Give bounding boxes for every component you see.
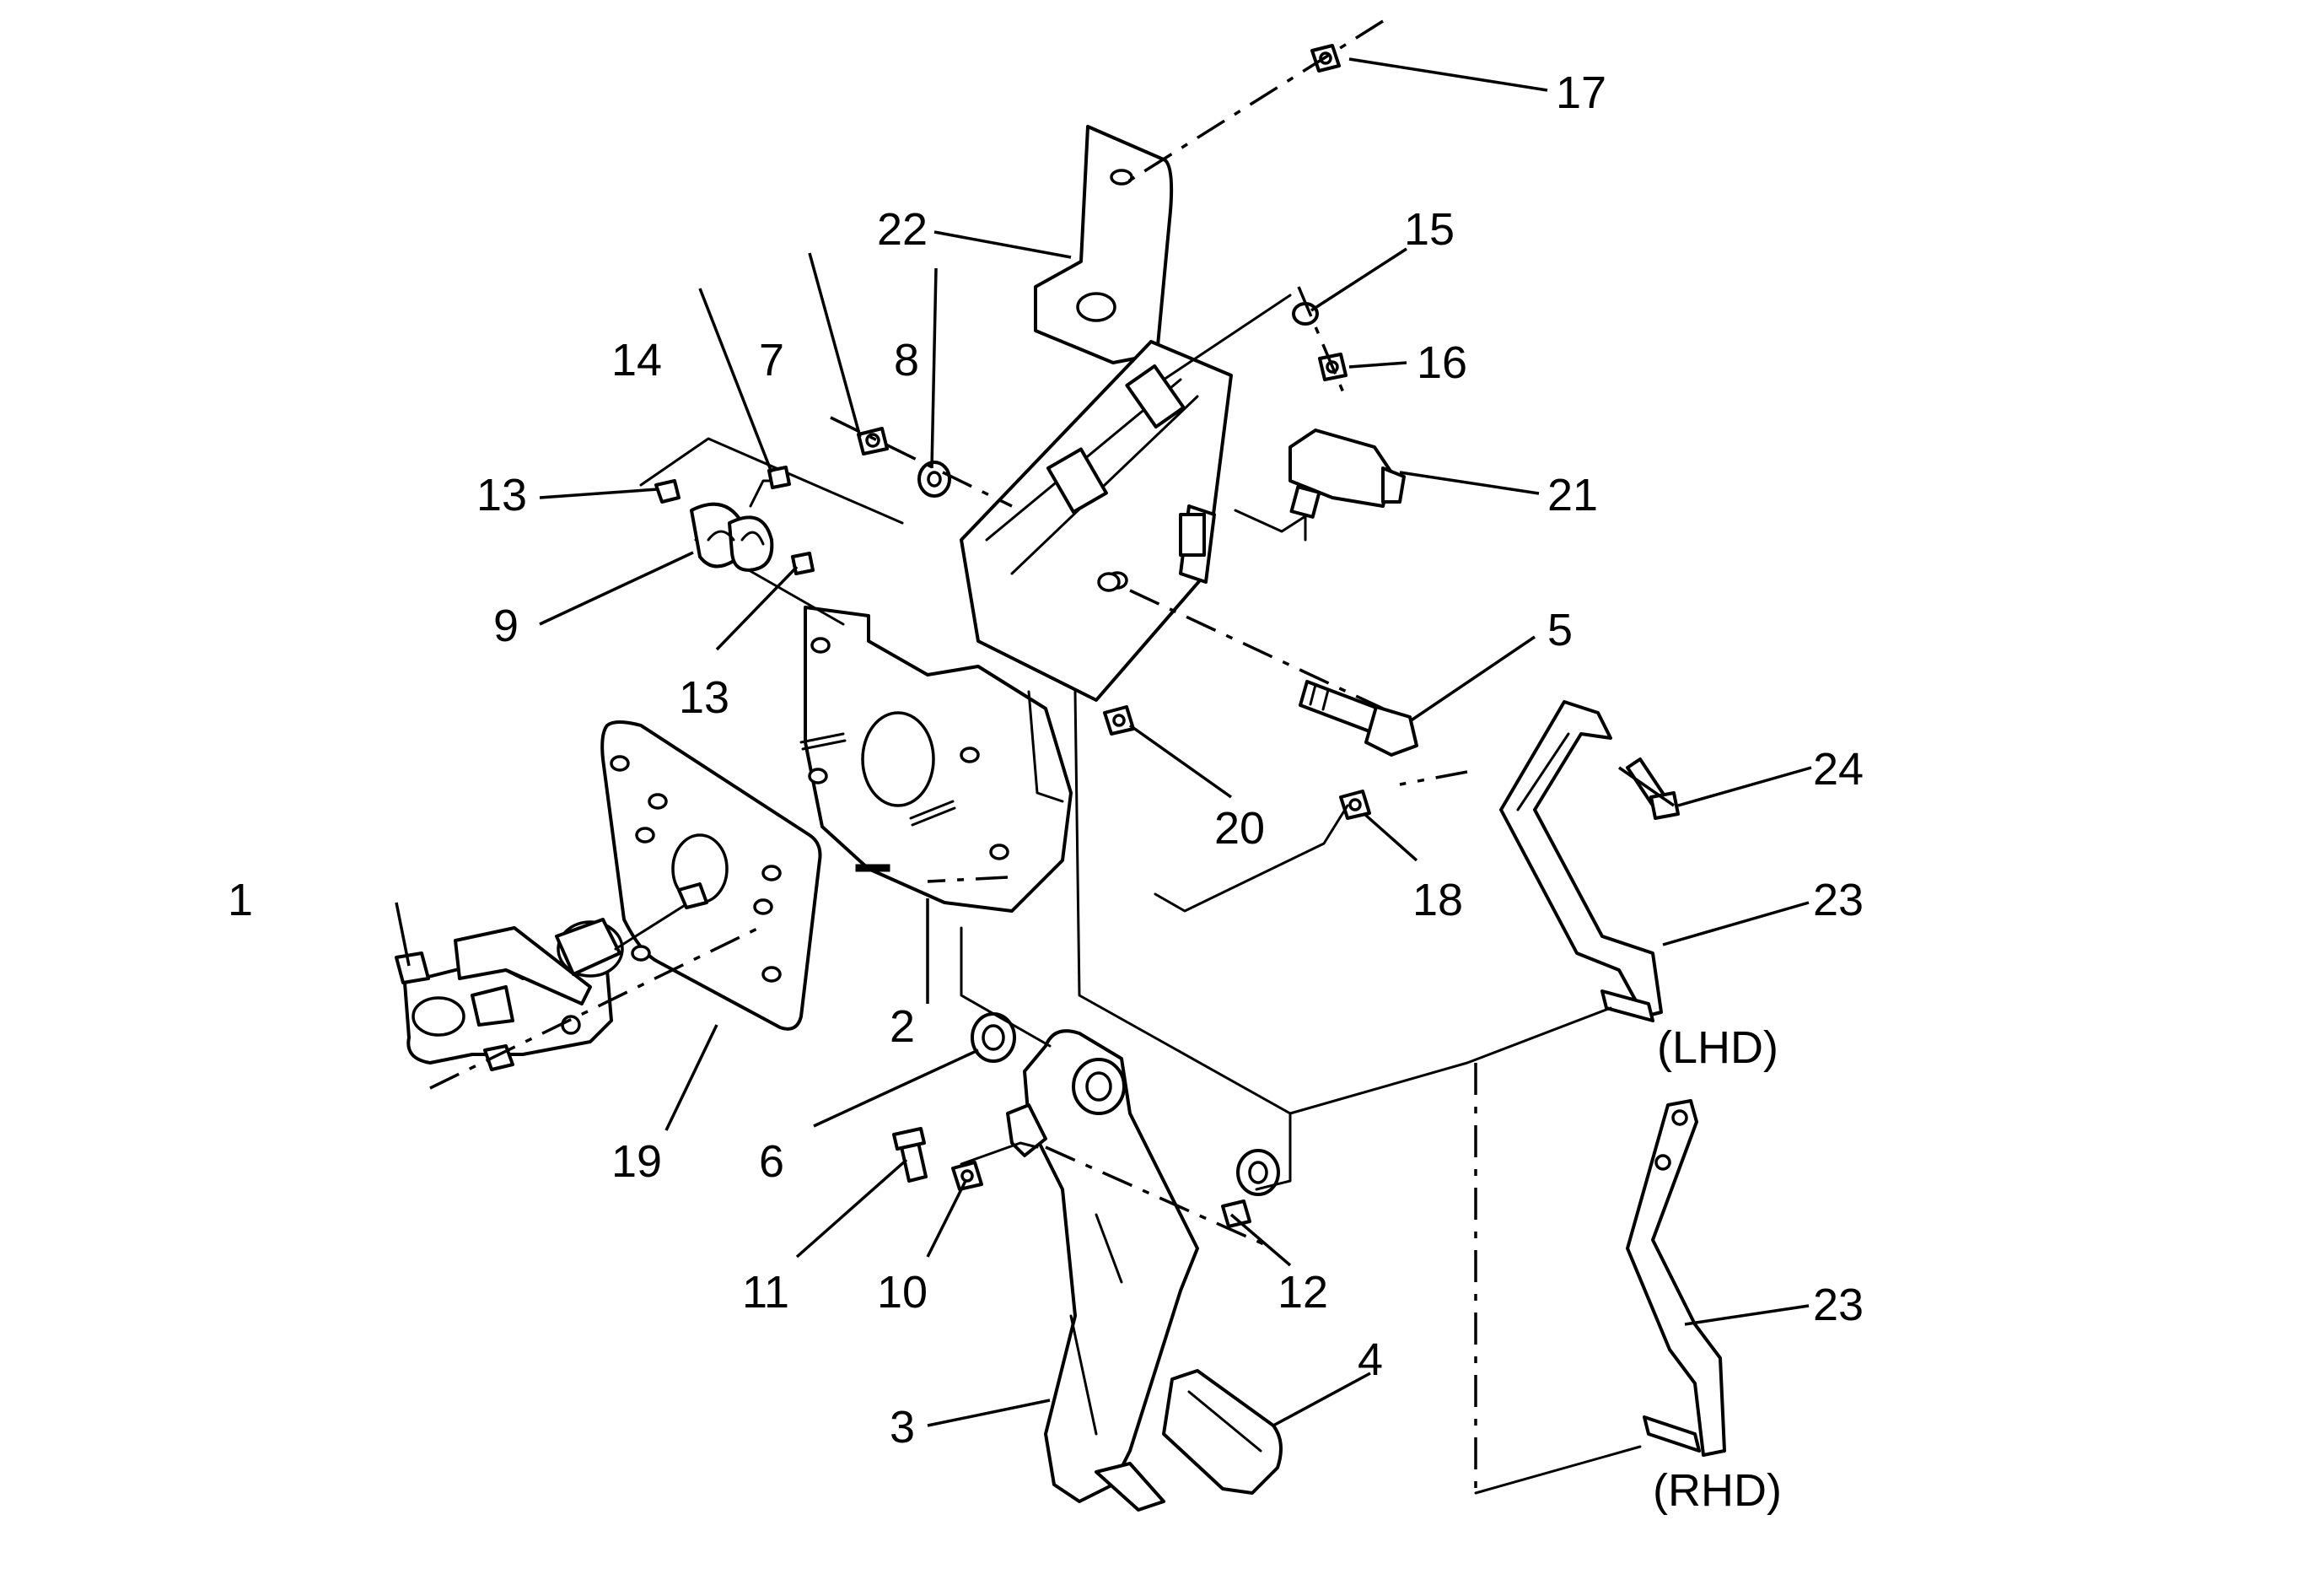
part-7-nut	[857, 427, 889, 455]
callout-24: 24	[1813, 744, 1864, 795]
callout-15: 15	[1404, 204, 1455, 255]
part-22-upper-bracket	[1034, 125, 1174, 364]
callout-14: 14	[611, 335, 662, 385]
callout-labels: 17 22 15 16 21 5 24 20 18 23 23 7 8 14 1…	[228, 67, 1864, 1516]
part-6-bushing	[971, 1012, 1016, 1063]
callout-6: 6	[759, 1136, 784, 1187]
callout-2: 2	[890, 1001, 915, 1052]
callout-1: 1	[228, 875, 253, 925]
part-2-pedal-bracket	[799, 340, 1233, 913]
callout-19: 19	[611, 1136, 662, 1187]
callout-10: 10	[877, 1267, 928, 1318]
part-8-washer	[917, 461, 951, 498]
part-15-washer	[1292, 302, 1319, 326]
part-11-bolt	[892, 1127, 928, 1183]
callout-12: 12	[1278, 1267, 1328, 1318]
part-12-washer	[1221, 1149, 1280, 1228]
callout-18: 18	[1412, 875, 1463, 925]
part-9-spring-assembly	[639, 437, 904, 626]
part-19-seal-plate	[600, 720, 822, 1031]
part-24-bolt	[1626, 757, 1680, 820]
callout-23-lhd: 23	[1813, 875, 1864, 925]
callout-4: 4	[1358, 1334, 1383, 1385]
callout-9: 9	[493, 601, 519, 651]
part-18-nut	[1339, 790, 1371, 820]
part-23-rhd-bracket	[1626, 1099, 1726, 1457]
callout-8: 8	[894, 335, 919, 385]
variant-label-rhd: (RHD)	[1653, 1465, 1782, 1516]
assembly-lines	[429, 19, 1642, 1495]
callout-21: 21	[1547, 470, 1598, 520]
callout-17: 17	[1556, 67, 1606, 118]
callout-7: 7	[759, 335, 784, 385]
callout-3: 3	[890, 1402, 915, 1453]
part-21-switch	[1288, 429, 1406, 542]
part-20-nut	[1103, 705, 1135, 736]
callout-13-lower: 13	[679, 672, 729, 723]
callout-13-upper: 13	[476, 470, 527, 520]
variant-label-lhd: (LHD)	[1657, 1022, 1778, 1073]
part-1-master-cylinder	[395, 882, 708, 1071]
callout-23-rhd: 23	[1813, 1280, 1864, 1330]
callout-16: 16	[1417, 337, 1467, 388]
part-10-nut	[951, 1161, 983, 1191]
part-4-pedal-pad	[1162, 1369, 1283, 1495]
callout-11: 11	[742, 1267, 789, 1318]
leader-lines	[395, 57, 1812, 1427]
callout-22: 22	[877, 204, 928, 255]
part-3-pedal-arm	[1006, 1029, 1199, 1512]
callout-20: 20	[1214, 803, 1265, 854]
callout-5: 5	[1547, 605, 1573, 655]
part-23-lhd-bracket	[1499, 700, 1663, 1022]
part-5-pivot-bolt	[1299, 680, 1418, 757]
